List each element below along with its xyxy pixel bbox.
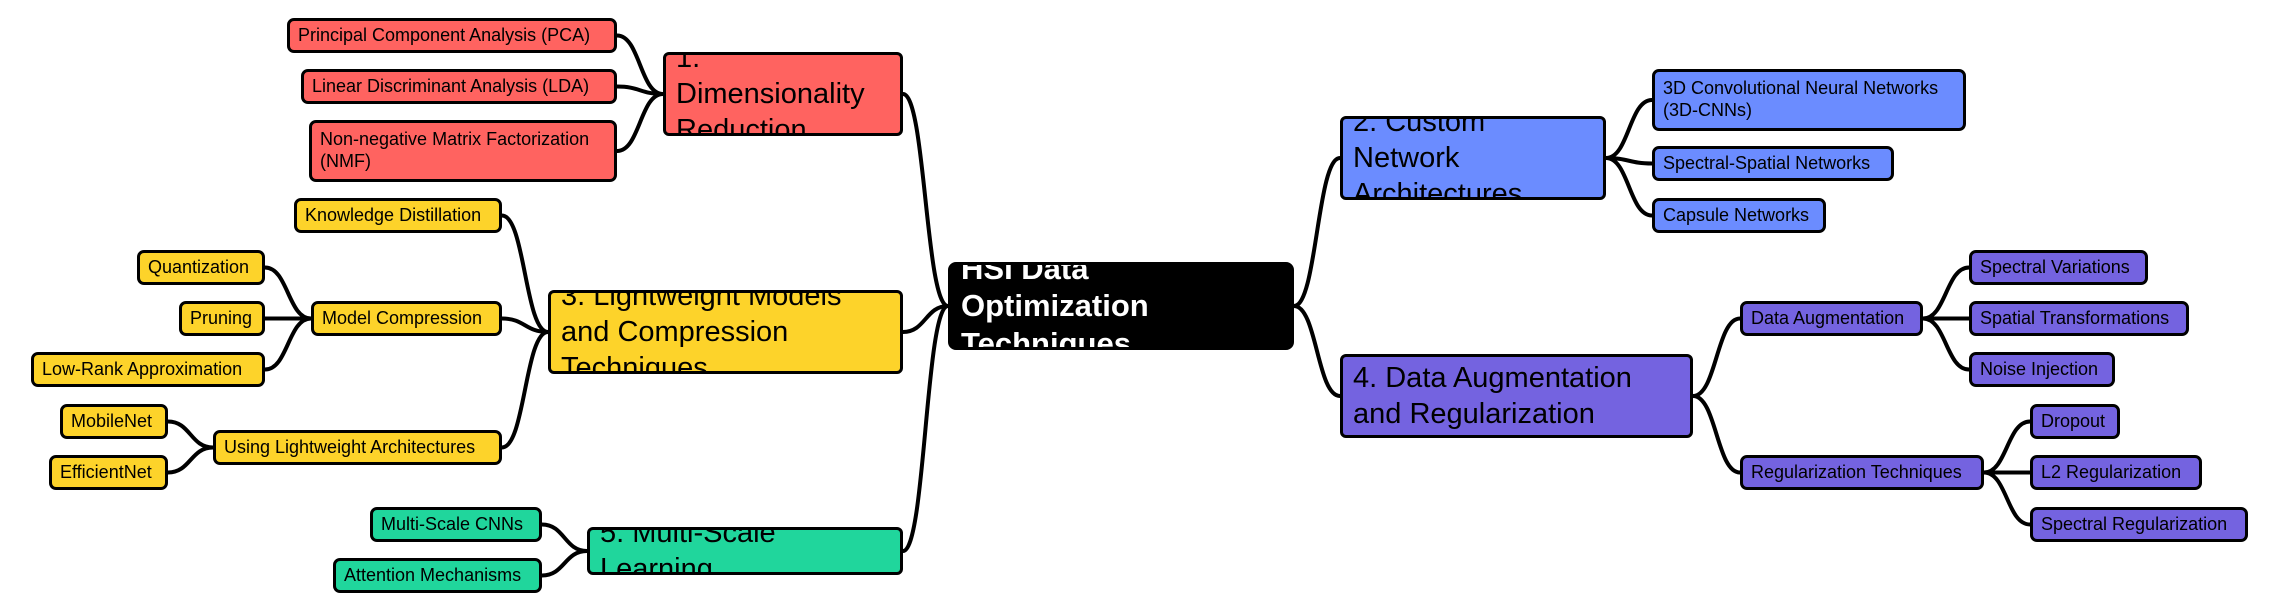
leaf-efficientnet: EfficientNet	[49, 455, 168, 490]
leaf-spectral-variations: Spectral Variations	[1969, 250, 2148, 285]
edge-root-node-to-branch-multi-scale-learning	[901, 304, 950, 553]
leaf-pruning: Pruning	[179, 301, 265, 336]
edge-branch-data-augmentation-regularization-to-leaf-regularization-techniques	[1691, 394, 1742, 475]
leaf-l2-regularization: L2 Regularization	[2030, 455, 2202, 490]
leaf-using-lightweight-architectures: Using Lightweight Architectures	[213, 430, 502, 465]
leaf-nmf: Non-negative Matrix Factorization (NMF)	[309, 120, 617, 182]
leaf-model-compression: Model Compression	[311, 301, 502, 336]
leaf-low-rank-approximation: Low-Rank Approximation	[31, 352, 265, 387]
leaf-attention-mechanisms: Attention Mechanisms	[333, 558, 542, 593]
leaf-quantization: Quantization	[137, 250, 265, 285]
edge-root-node-to-branch-lightweight-models	[901, 304, 950, 334]
edge-root-node-to-branch-custom-network-architectures	[1292, 156, 1342, 308]
leaf-knowledge-distillation: Knowledge Distillation	[294, 198, 502, 233]
edge-branch-custom-network-architectures-to-leaf-3d-cnns	[1604, 98, 1654, 160]
leaf-spatial-transformations: Spatial Transformations	[1969, 301, 2189, 336]
branch-multi-scale-learning: 5. Multi-Scale Learning	[587, 527, 903, 575]
branch-dimensionality-reduction: 1. Dimensionality Reduction	[663, 52, 903, 136]
leaf-regularization-techniques: Regularization Techniques	[1740, 455, 1984, 490]
leaf-3d-cnns: 3D Convolutional Neural Networks (3D-CNN…	[1652, 69, 1966, 131]
edge-branch-multi-scale-learning-to-leaf-attention-mechanisms	[540, 549, 589, 578]
edge-branch-data-augmentation-regularization-to-leaf-data-augmentation	[1691, 316, 1742, 398]
edge-branch-custom-network-architectures-to-leaf-capsule-networks	[1604, 156, 1654, 218]
leaf-noise-injection: Noise Injection	[1969, 352, 2115, 387]
leaf-data-augmentation: Data Augmentation	[1740, 301, 1923, 336]
branch-lightweight-models: 3. Lightweight Models and Compression Te…	[548, 290, 903, 374]
edge-leaf-regularization-techniques-to-leaf-dropout	[1982, 419, 2032, 475]
leaf-pca: Principal Component Analysis (PCA)	[287, 18, 617, 53]
leaf-capsule-networks: Capsule Networks	[1652, 198, 1826, 233]
root-node: HSI Data Optimization Techniques	[948, 262, 1294, 350]
leaf-spectral-spatial-networks: Spectral-Spatial Networks	[1652, 146, 1894, 181]
edge-leaf-data-augmentation-to-leaf-noise-injection	[1921, 316, 1971, 372]
edge-root-node-to-branch-dimensionality-reduction	[901, 92, 950, 308]
leaf-mobilenet: MobileNet	[60, 404, 168, 439]
edge-leaf-model-compression-to-leaf-quantization	[263, 265, 313, 321]
leaf-spectral-regularization: Spectral Regularization	[2030, 507, 2248, 542]
edge-branch-dimensionality-reduction-to-leaf-nmf	[615, 92, 665, 153]
edge-leaf-regularization-techniques-to-leaf-spectral-regularization	[1982, 470, 2032, 527]
edge-leaf-model-compression-to-leaf-low-rank-approximation	[263, 316, 313, 372]
edge-branch-multi-scale-learning-to-leaf-multi-scale-cnns	[540, 522, 589, 553]
leaf-lda: Linear Discriminant Analysis (LDA)	[301, 69, 617, 104]
edge-leaf-data-augmentation-to-leaf-spectral-variations	[1921, 265, 1971, 321]
edge-root-node-to-branch-data-augmentation-regularization	[1292, 304, 1342, 398]
branch-data-augmentation-regularization: 4. Data Augmentation and Regularization	[1340, 354, 1693, 438]
edge-branch-lightweight-models-to-leaf-using-lightweight-architectures	[500, 330, 550, 450]
edge-leaf-using-lightweight-architectures-to-leaf-mobilenet	[166, 419, 215, 450]
branch-custom-network-architectures: 2. Custom Network Architectures	[1340, 116, 1606, 200]
edge-leaf-using-lightweight-architectures-to-leaf-efficientnet	[166, 445, 215, 475]
edge-branch-lightweight-models-to-leaf-knowledge-distillation	[500, 213, 550, 334]
leaf-dropout: Dropout	[2030, 404, 2120, 439]
edge-branch-lightweight-models-to-leaf-model-compression	[500, 316, 550, 334]
leaf-multi-scale-cnns: Multi-Scale CNNs	[370, 507, 542, 542]
